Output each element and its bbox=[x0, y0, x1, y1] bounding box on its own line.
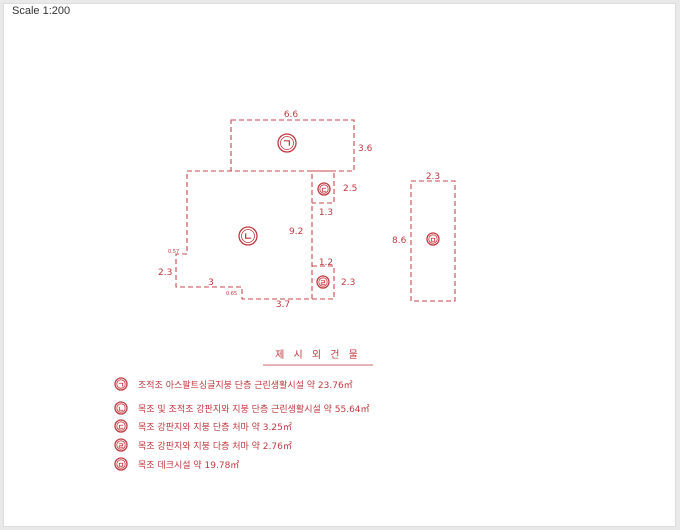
mark-b: ㄴ bbox=[238, 226, 258, 246]
dim-d-height: 2.3 bbox=[341, 278, 355, 288]
mark-c-glyph: ㄷ bbox=[321, 186, 327, 194]
legend-mark-a: ㄱ bbox=[118, 381, 124, 389]
legend-text-c: 목조 강판지와 지붕 단층 처마 약 3.25㎡ bbox=[138, 421, 292, 433]
mark-e-glyph: ㅁ bbox=[430, 236, 436, 244]
legend-item-e: ㅁ 목조 데크시설 약 19.78㎡ bbox=[114, 457, 239, 471]
legend-mark-e: ㅁ bbox=[118, 461, 124, 469]
dim-bottom-width: 3.7 bbox=[276, 300, 290, 310]
mark-e: ㅁ bbox=[426, 232, 440, 246]
legend-text-a: 조적조 아스팔트싱글지붕 단층 근린생활시설 약 23.76㎡ bbox=[138, 379, 353, 391]
mark-d-glyph: ㄹ bbox=[320, 279, 326, 287]
drawing-sheet bbox=[3, 3, 676, 527]
dim-bottom-step: 3 bbox=[208, 278, 214, 288]
dim-left-step: 2.3 bbox=[158, 268, 172, 278]
building-a-outline bbox=[230, 119, 355, 172]
mark-d: ㄹ bbox=[316, 275, 330, 289]
building-e-outline bbox=[410, 180, 456, 302]
mark-b-glyph: ㄴ bbox=[243, 232, 252, 243]
dim-d-width: 1.2 bbox=[319, 258, 333, 268]
dim-a-width: 6.6 bbox=[284, 110, 299, 120]
legend-text-e: 목조 데크시설 약 19.78㎡ bbox=[138, 459, 239, 471]
legend-mark-c: ㄷ bbox=[118, 423, 124, 431]
dim-e-width: 2.3 bbox=[426, 172, 440, 182]
mark-a-glyph: ㄱ bbox=[282, 139, 291, 150]
building-b-outline bbox=[175, 170, 313, 300]
legend-item-c: ㄷ 목조 강판지와 지붕 단층 처마 약 3.25㎡ bbox=[114, 419, 292, 433]
dim-a-height: 3.6 bbox=[358, 144, 373, 154]
dim-bottom-offset: 0.65 bbox=[226, 291, 237, 297]
mark-c: ㄷ bbox=[317, 182, 331, 196]
legend-item-a: ㄱ 조적조 아스팔트싱글지붕 단층 근린생활시설 약 23.76㎡ bbox=[114, 377, 353, 391]
legend-title: 제 시 외 건 물 bbox=[275, 349, 361, 361]
legend-mark-b: ㄴ bbox=[118, 405, 124, 413]
legend-text-b: 목조 및 조적조 강판지와 지붕 단층 근린생활시설 약 55.64㎡ bbox=[138, 403, 370, 415]
mark-a: ㄱ bbox=[277, 133, 297, 153]
dim-c-height: 2.5 bbox=[343, 184, 357, 194]
dim-left-offset: 0.57 bbox=[168, 249, 179, 255]
scale-label: Scale 1:200 bbox=[12, 5, 71, 17]
legend-item-d: ㄹ 목조 강판지와 지붕 다층 처마 약 2.76㎡ bbox=[114, 438, 292, 452]
legend-mark-d: ㄹ bbox=[118, 442, 124, 450]
dim-c-width: 1.3 bbox=[319, 208, 333, 218]
legend-text-d: 목조 강판지와 지붕 다층 처마 약 2.76㎡ bbox=[138, 440, 292, 452]
dim-e-height: 8.6 bbox=[392, 236, 407, 246]
building-c-outline bbox=[312, 170, 335, 204]
building-d-outline bbox=[312, 265, 335, 300]
dim-b-height: 9.2 bbox=[289, 227, 303, 237]
legend-item-b: ㄴ 목조 및 조적조 강판지와 지붕 단층 근린생활시설 약 55.64㎡ bbox=[114, 401, 370, 415]
